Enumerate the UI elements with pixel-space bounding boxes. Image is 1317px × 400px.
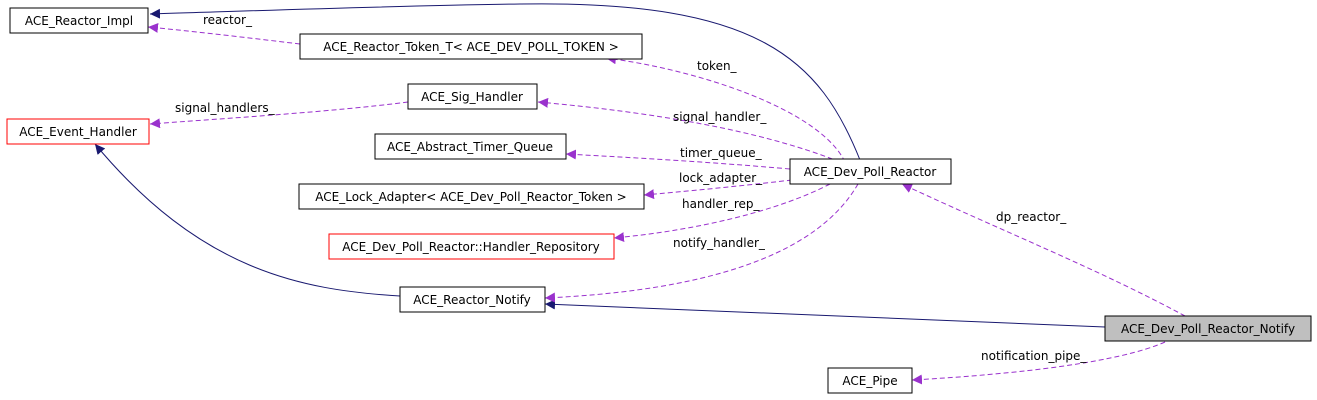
edge-label-signal-handler: signal_handler_ xyxy=(673,110,767,124)
edge-reactor-notify-inherit xyxy=(544,299,1106,328)
node-ace-reactor-impl[interactable]: ACE_Reactor_Impl xyxy=(9,7,149,34)
edge-notify-handler xyxy=(544,183,859,303)
node-label: ACE_Reactor_Impl xyxy=(25,14,133,28)
edge-lock-adapter xyxy=(643,179,793,200)
edge-label-timer-queue: timer_queue_ xyxy=(680,146,763,160)
node-ace-reactor-notify[interactable]: ACE_Reactor_Notify xyxy=(399,286,546,313)
edge-label-notify-handler: notify_handler_ xyxy=(673,236,766,250)
node-label: ACE_Dev_Poll_Reactor_Notify xyxy=(1121,322,1295,336)
edge-label-reactor: reactor_ xyxy=(203,13,253,27)
node-label: ACE_Reactor_Token_T< ACE_DEV_POLL_TOKEN … xyxy=(323,40,619,54)
edge-signal-handlers xyxy=(149,101,409,129)
node-label: ACE_Dev_Poll_Reactor::Handler_Repository xyxy=(342,240,600,254)
node-ace-handler-repository[interactable]: ACE_Dev_Poll_Reactor::Handler_Repository xyxy=(328,233,615,260)
node-ace-pipe[interactable]: ACE_Pipe xyxy=(827,367,913,394)
node-ace-sig-handler[interactable]: ACE_Sig_Handler xyxy=(407,83,538,110)
node-label: ACE_Sig_Handler xyxy=(421,90,523,104)
edge-event-handler-inherit xyxy=(94,143,401,297)
node-label: ACE_Lock_Adapter< ACE_Dev_Poll_Reactor_T… xyxy=(315,190,626,204)
node-ace-lock-adapter[interactable]: ACE_Lock_Adapter< ACE_Dev_Poll_Reactor_T… xyxy=(298,183,645,210)
edge-reactor-impl-inherit xyxy=(149,3,861,161)
edge-label-token: token_ xyxy=(697,59,738,73)
node-label: ACE_Pipe xyxy=(842,374,897,388)
edge-handler-rep xyxy=(613,183,831,243)
node-label: ACE_Reactor_Notify xyxy=(413,293,531,307)
node-label: ACE_Event_Handler xyxy=(19,125,137,139)
edge-notification-pipe xyxy=(911,341,1166,385)
node-ace-reactor-token[interactable]: ACE_Reactor_Token_T< ACE_DEV_POLL_TOKEN … xyxy=(299,33,643,60)
node-ace-abstract-timer-queue[interactable]: ACE_Abstract_Timer_Queue xyxy=(374,133,567,160)
edge-label-handler-rep: handler_rep_ xyxy=(682,197,761,211)
node-ace-dev-poll-reactor-notify[interactable]: ACE_Dev_Poll_Reactor_Notify xyxy=(1104,315,1312,342)
edge-dp-reactor xyxy=(901,183,1186,317)
edge-timer-queue xyxy=(565,149,791,170)
edge-label-notification-pipe: notification_pipe_ xyxy=(981,349,1087,363)
edge-reactor xyxy=(147,22,301,45)
edge-label-signal-handlers: signal_handlers_ xyxy=(175,101,276,115)
node-ace-event-handler[interactable]: ACE_Event_Handler xyxy=(6,118,150,145)
edge-label-lock-adapter: lock_adapter_ xyxy=(679,171,763,185)
node-label: ACE_Dev_Poll_Reactor xyxy=(804,165,937,179)
node-label: ACE_Abstract_Timer_Queue xyxy=(387,140,553,154)
node-ace-dev-poll-reactor[interactable]: ACE_Dev_Poll_Reactor xyxy=(789,158,952,185)
edge-signal-handler xyxy=(537,97,841,163)
edge-label-dp-reactor: dp_reactor_ xyxy=(996,210,1067,224)
